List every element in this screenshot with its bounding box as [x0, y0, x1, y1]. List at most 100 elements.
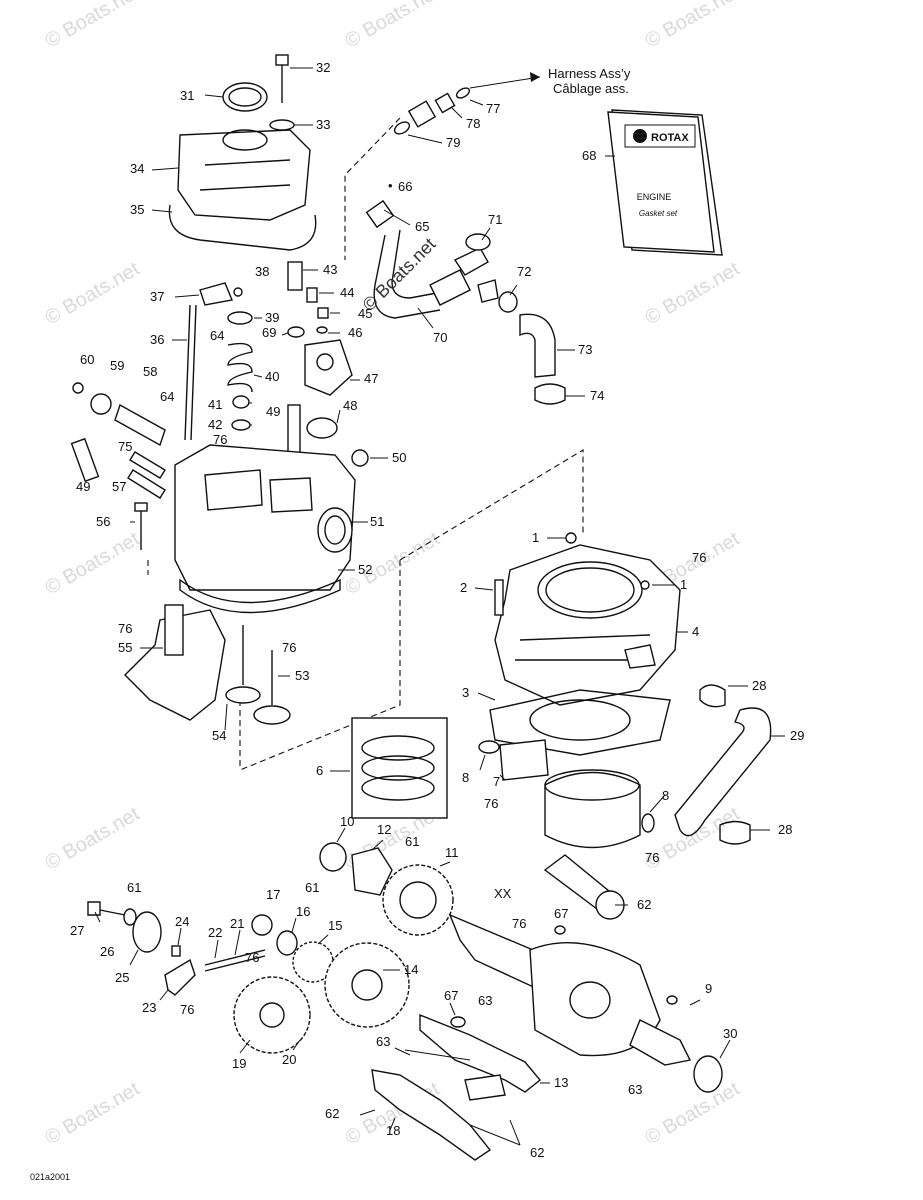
hose-clamp-74 — [534, 383, 566, 405]
callout-10: 10 — [340, 814, 354, 829]
hose-73 — [519, 313, 556, 378]
cap-59 — [90, 393, 112, 415]
piston — [544, 771, 641, 849]
callout-64a: 64 — [210, 328, 224, 343]
valve-cover-gasket — [168, 204, 317, 251]
callout-76d: 76 — [282, 640, 296, 655]
booklet-subtitle: Gasket set — [639, 209, 678, 218]
connector-o-ring — [455, 87, 471, 99]
harness-connector-group — [393, 72, 541, 135]
callout-4: 4 — [692, 624, 699, 639]
leader-lines — [94, 67, 785, 1146]
callout-76i: 76 — [180, 1002, 194, 1017]
rocker-support-group — [124, 604, 291, 725]
cover-washer — [269, 119, 295, 131]
callout-67a: 67 — [554, 906, 568, 921]
watermark: © Boats.net — [42, 1078, 144, 1150]
callout-9: 9 — [705, 981, 712, 996]
nut-50 — [351, 449, 369, 467]
callout-59: 59 — [110, 358, 124, 373]
callout-65: 65 — [415, 219, 429, 234]
cover-bolt — [275, 54, 289, 66]
callout-18: 18 — [386, 1123, 400, 1138]
intake-port — [317, 507, 353, 553]
connector-housing — [407, 100, 437, 128]
footer-code: 021a2001 — [30, 1172, 70, 1182]
callout-2: 2 — [460, 580, 467, 595]
callout-58: 58 — [143, 364, 157, 379]
callout-30: 30 — [723, 1026, 737, 1041]
hose-clamp-72 — [498, 291, 518, 313]
o-ring-69 — [287, 326, 305, 338]
washer-16 — [276, 930, 298, 956]
callout-17: 17 — [266, 887, 280, 902]
callout-46: 46 — [348, 325, 362, 340]
callout-48: 48 — [343, 398, 357, 413]
valve-cover-group — [168, 54, 317, 251]
shaft-21 — [204, 949, 266, 966]
assembly-dashed-lines — [147, 117, 584, 771]
callout-53: 53 — [295, 668, 309, 683]
callout-31: 31 — [180, 88, 194, 103]
valve-train-group — [70, 261, 353, 550]
callout-55: 55 — [118, 640, 132, 655]
thermostat-cover — [304, 339, 353, 396]
drop-icon: • — [388, 178, 393, 193]
callout-76g: 76 — [512, 916, 526, 931]
harness-label-fr: Câblage ass. — [553, 81, 629, 96]
callout-63a: 63 — [478, 993, 492, 1008]
callout-66: 66 — [398, 179, 412, 194]
gear-14 — [324, 942, 410, 1028]
callout-8b: 8 — [662, 788, 669, 803]
tensioner-58 — [114, 403, 166, 447]
callout-79: 79 — [446, 135, 460, 150]
cylinder — [494, 544, 681, 706]
callout-45: 45 — [358, 306, 372, 321]
clamp-28b — [719, 820, 751, 845]
callout-41: 41 — [208, 397, 222, 412]
callout-47: 47 — [364, 371, 378, 386]
circlip-8 — [478, 740, 500, 754]
oil-pressure-sensor — [287, 261, 303, 291]
callout-27: 27 — [70, 923, 84, 938]
callout-16: 16 — [296, 904, 310, 919]
callout-61a: 61 — [405, 834, 419, 849]
callout-25: 25 — [115, 970, 129, 985]
cylinder-group — [489, 532, 681, 756]
balance-shaft-13 — [419, 1013, 541, 1093]
booklet-brand: ROTAX — [651, 132, 689, 144]
callout-1a: 1 — [532, 530, 539, 545]
callout-76f: 76 — [645, 850, 659, 865]
callout-71: 71 — [488, 212, 502, 227]
callout-76a: 76 — [213, 432, 227, 447]
center-watermark: © Boats.net — [359, 234, 440, 315]
callout-70: 70 — [433, 330, 447, 345]
balance-shaft-group — [371, 1013, 541, 1161]
connector-seal — [393, 121, 411, 135]
disc-25 — [132, 911, 162, 953]
callout-39: 39 — [265, 310, 279, 325]
callout-62c: 62 — [530, 1145, 544, 1160]
watermark: © Boats.net — [642, 1078, 744, 1150]
watermark: © Boats.net — [642, 258, 744, 330]
callout-49a: 49 — [266, 404, 280, 419]
circlip-8b — [641, 813, 655, 833]
spring-seat — [231, 419, 251, 431]
key-67b — [450, 1016, 466, 1028]
bolt-27 — [87, 901, 101, 916]
coolant-hose-group — [365, 199, 566, 405]
temperature-sensor — [365, 199, 395, 229]
oil-hose-group — [674, 684, 772, 845]
callout-44: 44 — [340, 285, 354, 300]
callout-63b: 63 — [376, 1034, 390, 1049]
callout-63c: 63 — [628, 1082, 642, 1097]
callout-67b: 67 — [444, 988, 458, 1003]
callout-50: 50 — [392, 450, 406, 465]
callout-57: 57 — [112, 479, 126, 494]
callout-43: 43 — [323, 262, 337, 277]
harness-label: Harness Ass’y — [548, 66, 631, 81]
watermark: © Boats.net — [642, 0, 744, 52]
hose-70 — [391, 229, 443, 299]
callout-69: 69 — [262, 325, 276, 340]
watermark: © Boats.net — [42, 803, 144, 875]
